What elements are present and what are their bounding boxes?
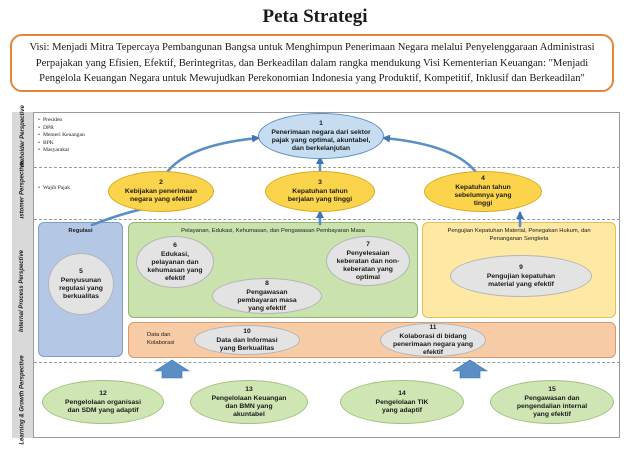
- arrow-learning-to-data-left: [153, 359, 191, 379]
- panel-data-kolaborasi: Data dan Kolaborasi: [128, 322, 616, 358]
- stakeholder-list: Presiden DPR Menteri Keuangan BPK Masyar…: [38, 117, 85, 155]
- row-divider: [34, 219, 620, 220]
- arrow-2-to-1: [163, 134, 260, 177]
- perspective-learning: Learning & Growth Perspective: [12, 355, 34, 445]
- perspective-customer: Customer Perspective: [12, 161, 34, 225]
- perspective-stakeholder: Stakeholder Perspective: [12, 105, 34, 174]
- row-divider: [34, 167, 620, 168]
- arrow-learning-to-data-right: [451, 359, 489, 379]
- page-title: Peta Strategi: [262, 6, 368, 27]
- row-divider: [34, 362, 620, 363]
- customer-label: Wajib Pajak: [38, 185, 70, 191]
- vision-statement: Visi: Menjadi Mitra Tepercaya Pembanguna…: [10, 34, 614, 92]
- perspective-internal: Internal Process Perspective: [12, 219, 34, 362]
- arrow-4-to-1: [382, 134, 480, 177]
